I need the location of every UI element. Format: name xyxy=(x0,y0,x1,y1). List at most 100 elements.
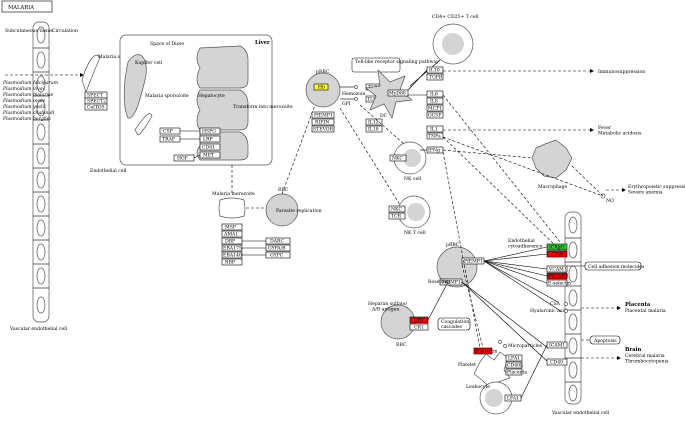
gene-mcp1[interactable]: MCP1 xyxy=(428,106,442,112)
parasite-label: Parasite replication xyxy=(276,208,322,214)
gene-pfemp1-top[interactable]: PfEMP1 xyxy=(314,113,333,119)
svg-text:Plasmodium vivax: Plasmodium vivax xyxy=(2,86,45,92)
svg-text:CR1: CR1 xyxy=(414,318,424,324)
gene-spect[interactable]: SPECT xyxy=(87,93,104,99)
gene-cr1b[interactable]: CR1 xyxy=(414,325,424,331)
svg-text:RBP[interactable]: RBP xyxy=(225,260,235,266)
apoptosis-box[interactable] xyxy=(589,335,621,345)
merozoite-genes: MSP AMA1 DBP EBA175 EBA140 RBP DARC GYPA… xyxy=(221,223,291,266)
svg-text:Cell adhesion molecules: Cell adhesion molecules xyxy=(588,264,645,270)
rbc-label: RBC xyxy=(278,187,289,193)
gene-vcam1[interactable]: VCAM1 xyxy=(548,267,567,273)
svg-text:ICAM1: ICAM1 xyxy=(549,245,565,251)
gene-tnfa[interactable]: TNFa xyxy=(428,134,441,140)
gene-icam1b[interactable]: ICAM1 xyxy=(549,343,565,349)
gene-hspg[interactable]: HSPG xyxy=(202,129,216,135)
gene-il1[interactable]: IL1 xyxy=(430,127,438,133)
svg-text:PECAM1: PECAM1 xyxy=(548,274,569,280)
gene-cd81[interactable]: CD81 xyxy=(202,145,215,151)
gene-pfemp1-mid2[interactable]: PfEMP1 xyxy=(442,280,461,286)
csa-label: CSA xyxy=(550,301,561,307)
gene-pselectin-label: Placenta xyxy=(507,370,527,376)
svg-text:Plasmodium chabaudi: Plasmodium chabaudi xyxy=(2,110,55,116)
svg-text:GYPC[interactable]: GYPC xyxy=(270,253,284,259)
svg-text:AMA1[interactable]: AMA1 xyxy=(223,232,238,238)
svg-text:DARC[interactable]: DARC xyxy=(270,239,284,245)
vascular-column-right xyxy=(564,211,582,405)
gene-tcr[interactable]: TCR xyxy=(391,214,402,220)
sporozoite-shape xyxy=(81,54,101,94)
gene-lfa1b[interactable]: LFA1 xyxy=(507,396,519,402)
brain-label: Brain xyxy=(625,347,641,353)
subvascular-label: Subcutaneous tissue xyxy=(5,28,53,34)
svg-text:MSP[interactable]: MSP xyxy=(225,225,236,231)
kupffer-label: Kupffer cell xyxy=(135,60,163,66)
macrophage-label: Macrophage xyxy=(538,184,568,190)
gene-lrp[interactable]: LRP xyxy=(203,137,213,143)
gene-stevor[interactable]: STEVOR xyxy=(313,127,334,133)
no-label: NO xyxy=(606,198,614,204)
gene-il12[interactable]: IL12 xyxy=(368,120,379,126)
gene-gcsf[interactable]: GCSF xyxy=(428,113,442,119)
hepatocytes xyxy=(196,45,249,161)
gene-ifng[interactable]: IFNg xyxy=(428,148,440,154)
hemozoin-label: Hemozoin xyxy=(342,91,366,97)
gene-cd40l[interactable]: CD40L xyxy=(507,363,523,369)
platelet-label: Platelet xyxy=(458,362,476,368)
svg-text:Apoptosis: Apoptosis xyxy=(593,338,617,344)
coagulation-box[interactable] xyxy=(437,317,471,331)
species-list: Plasmodium falciparum Plasmodium vivax P… xyxy=(2,80,59,122)
gene-il8[interactable]: IL8 xyxy=(430,99,438,105)
gene-il18[interactable]: IL18 xyxy=(368,127,379,133)
gene-csp[interactable]: CSP xyxy=(163,129,173,135)
svg-text:EBA140[interactable]: EBA140 xyxy=(223,253,242,259)
gene-nkc[interactable]: NKC xyxy=(392,156,403,162)
prbc-mid xyxy=(436,246,478,288)
nkt-cell-label: NK T cell xyxy=(404,230,426,236)
rosetting-label: Rosetting xyxy=(428,279,450,285)
gene-il6[interactable]: IL6 xyxy=(430,92,438,98)
svg-text:CD36: CD36 xyxy=(551,252,564,258)
gene-celtos[interactable]: CelTOS xyxy=(87,105,105,111)
leukocyte-label: Leukocyte xyxy=(466,384,490,390)
nk-cell-label: NK cell xyxy=(404,176,422,182)
gene-hgf[interactable]: HGF xyxy=(177,156,188,162)
gene-hb[interactable] xyxy=(313,83,329,91)
svg-text:Plasmodium berghei: Plasmodium berghei xyxy=(2,116,51,122)
heparan-label: Heparan sulfate/A/B antigen xyxy=(368,301,408,313)
svg-text:Plasmodium ovale: Plasmodium ovale xyxy=(2,98,46,104)
gene-myd88[interactable]: MyD88 xyxy=(389,91,406,97)
svg-text:GYPA/B[interactable]: GYPA/B xyxy=(268,246,286,252)
svg-text:DBP[interactable]: DBP xyxy=(225,239,235,245)
vascular-left-label: Vascular endothelial cell xyxy=(9,326,68,332)
sporozoite2-label: Malaria sporozoite xyxy=(145,93,189,99)
gene-il10[interactable]: IL10 xyxy=(429,68,440,74)
microparticles-label: Microparticles xyxy=(508,343,543,349)
gene-trap[interactable]: TRAP xyxy=(162,137,175,143)
gene-rifin[interactable]: RIFIN xyxy=(315,120,329,126)
kupffer-cell xyxy=(123,54,147,119)
svg-text:EBA175[interactable]: EBA175 xyxy=(223,246,242,252)
gene-pfemp1-mid[interactable]: PfEMP1 xyxy=(464,259,483,265)
macrophage xyxy=(531,139,573,179)
gene-spect2[interactable]: SPECT2 xyxy=(87,99,106,105)
hyaluronic-label: Hyaluronic acid xyxy=(530,308,567,314)
gpi-label: GPI xyxy=(342,101,351,107)
circulation-label: Circulation xyxy=(52,28,78,34)
vascular-right-label: Vascular endothelial cell xyxy=(551,410,610,416)
liver-label: Liver xyxy=(255,40,270,46)
svg-text:Plasmodium falciparum: Plasmodium falciparum xyxy=(2,80,59,86)
gene-cd40[interactable]: CD40 xyxy=(550,360,563,366)
svg-text:Plasmodium yoelii: Plasmodium yoelii xyxy=(2,104,46,110)
svg-text:Hb: Hb xyxy=(318,85,325,91)
gene-nkc2[interactable]: NKC xyxy=(391,207,402,213)
gene-eselectin[interactable]: E-selectin xyxy=(548,281,571,287)
vascular-column-left xyxy=(32,21,50,323)
gene-met[interactable]: MET xyxy=(203,153,215,159)
gene-tgfb[interactable]: TGFB xyxy=(429,75,443,81)
gene-lfa1[interactable]: LFA1 xyxy=(508,356,520,362)
